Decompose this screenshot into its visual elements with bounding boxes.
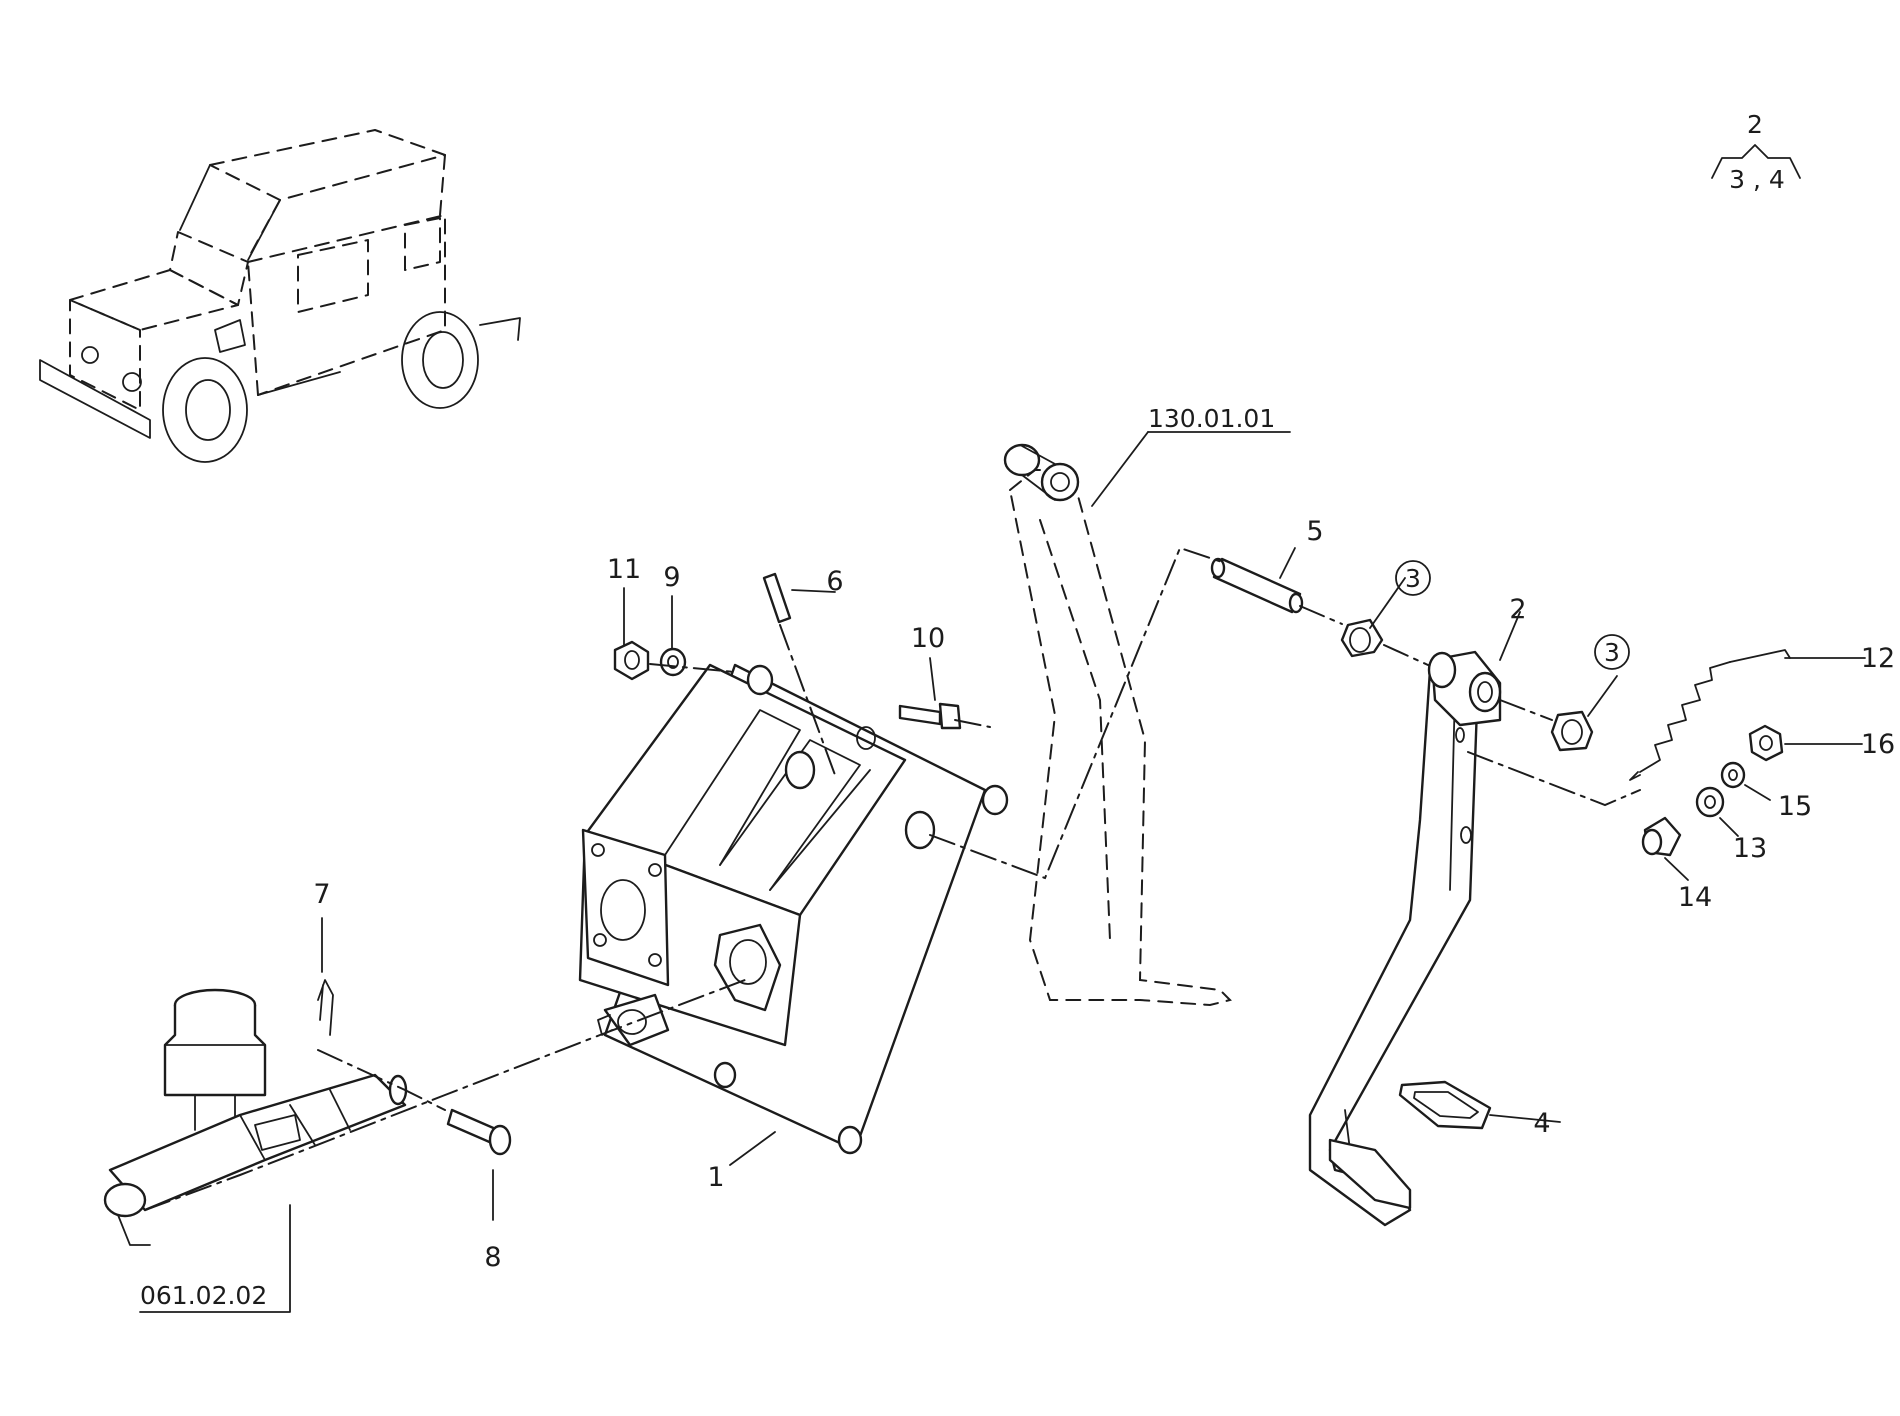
clevis-pin xyxy=(446,1108,512,1156)
legend-parent: 2 xyxy=(1747,110,1763,139)
spring-washer xyxy=(1720,761,1746,789)
callout-15: 15 xyxy=(1778,791,1812,822)
callout-3a-ring xyxy=(1395,560,1431,596)
hex-nut xyxy=(613,640,650,681)
vehicle-illustration xyxy=(39,129,521,463)
callout-14: 14 xyxy=(1678,882,1712,913)
callout-1: 1 xyxy=(707,1162,724,1193)
brake-pedal xyxy=(1308,650,1502,1227)
bolt xyxy=(898,702,962,730)
clutch-pedal-reference xyxy=(1003,443,1232,1007)
callout-3b: 3 xyxy=(1604,638,1620,667)
callout-13: 13 xyxy=(1733,833,1767,864)
callouts: 1 2 3 3 4 5 6 7 8 9 10 11 12 13 14 15 16 xyxy=(313,516,1895,1273)
callout-12: 12 xyxy=(1861,643,1895,674)
bushing-a xyxy=(1340,618,1384,658)
ref-master-cylinder: 061.02.02 xyxy=(140,1281,267,1310)
callout-6: 6 xyxy=(826,566,843,597)
assembly-centerlines xyxy=(144,546,1641,1211)
callout-3a: 3 xyxy=(1405,564,1421,593)
pedal-pad-rubber-inner xyxy=(1413,1091,1479,1119)
assembly-legend: 2 3 , 4 xyxy=(1711,110,1801,194)
callout-8: 8 xyxy=(484,1242,501,1273)
return-spring xyxy=(1629,649,1791,781)
pedal-pad-rubber xyxy=(1398,1080,1492,1130)
legend-children: 3 , 4 xyxy=(1729,165,1785,194)
stop-buffer xyxy=(1641,816,1682,857)
callout-7: 7 xyxy=(313,879,330,910)
callout-16: 16 xyxy=(1861,729,1895,760)
small-washer xyxy=(1695,786,1725,818)
callout-5: 5 xyxy=(1306,516,1323,547)
washer xyxy=(659,647,687,677)
master-cylinder xyxy=(103,988,408,1246)
callout-2: 2 xyxy=(1509,594,1526,625)
spring-nut xyxy=(1748,724,1784,762)
leader-lines xyxy=(139,431,1866,1313)
callout-3b-ring xyxy=(1594,634,1630,670)
ref-clutch-pedal: 130.01.01 xyxy=(1148,404,1275,433)
pivot-pin xyxy=(1210,557,1304,614)
callout-9: 9 xyxy=(663,562,680,593)
callout-10: 10 xyxy=(911,623,945,654)
callout-4: 4 xyxy=(1533,1108,1550,1139)
callout-11: 11 xyxy=(607,554,641,585)
pedal-bracket xyxy=(578,663,1009,1155)
roll-pin xyxy=(762,572,792,624)
bushing-b xyxy=(1550,710,1594,752)
cotter-pin xyxy=(317,979,334,1036)
